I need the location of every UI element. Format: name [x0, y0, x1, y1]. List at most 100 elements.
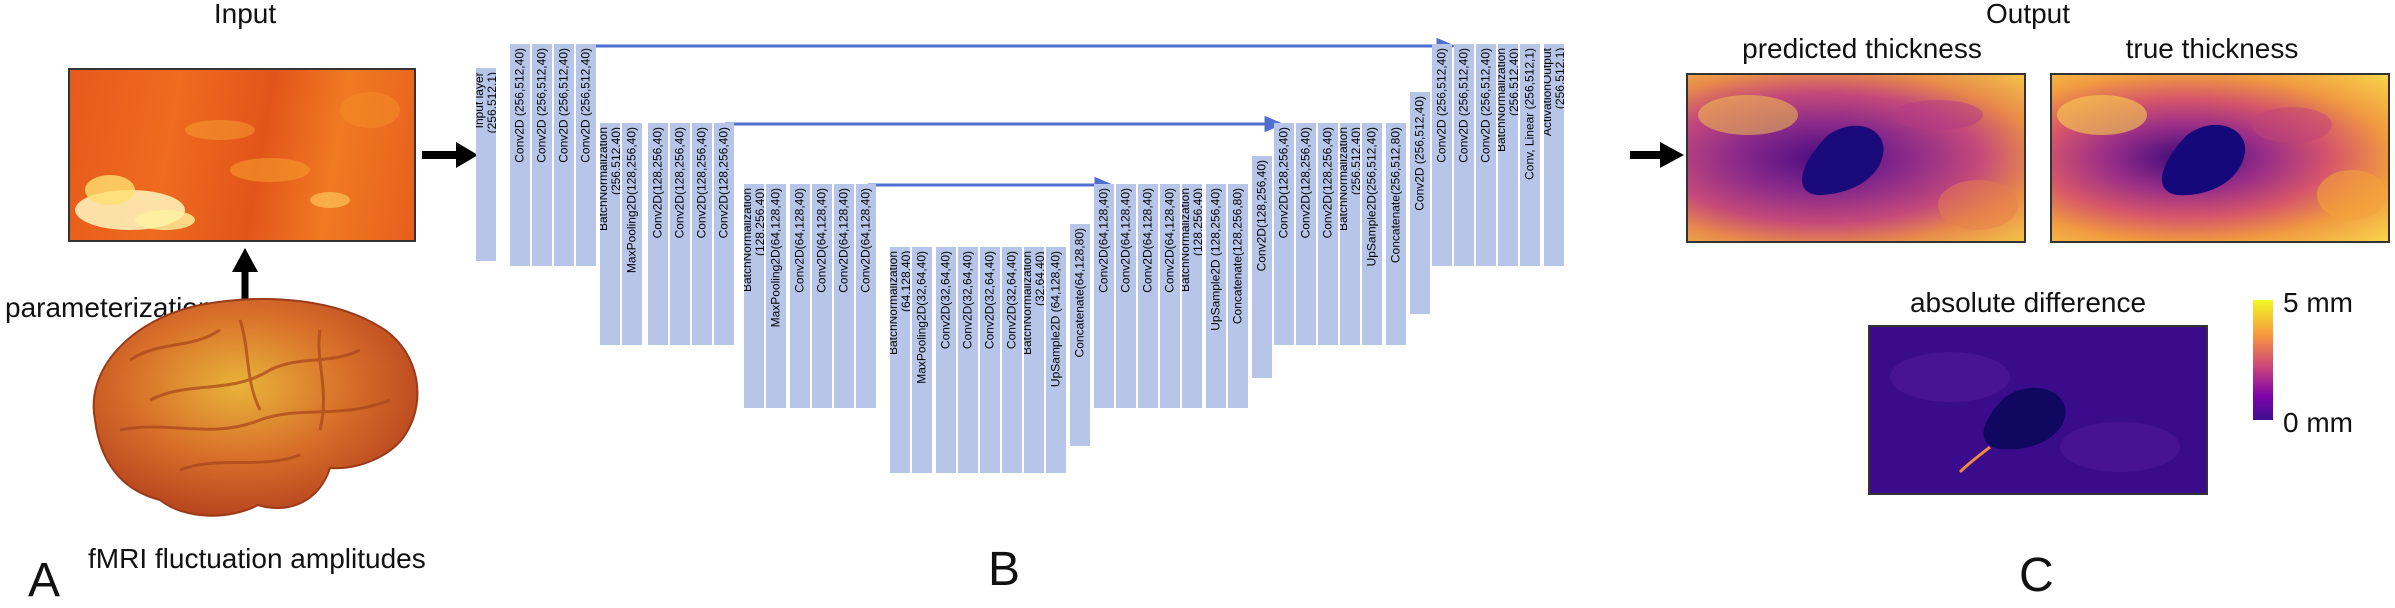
- layer-label: Conv2D(128,256,40): [1276, 127, 1291, 239]
- network-layer: Conv2D(64,128,40): [812, 184, 832, 408]
- layer-label: Conv2D(128,256,40): [650, 127, 665, 239]
- layer-label: MaxPooling2D(64,128,40): [768, 188, 783, 328]
- layer-label: BatchNormalization (256,512,40): [1340, 127, 1360, 232]
- input-caption: fMRI fluctuation amplitudes: [88, 543, 426, 574]
- network-layer: BatchNormalization (256,512,40): [1340, 123, 1360, 345]
- skip-connection-2-head: [1264, 115, 1284, 133]
- network-layer: Conv2D(32,64,40): [936, 247, 956, 473]
- true-map-overlay: [2057, 95, 2387, 220]
- network-layer: Conv2D(128,256,40): [1318, 123, 1338, 345]
- layer-label: Conv2D(64,128,40): [814, 188, 829, 293]
- network-layer: Concatenate(256,512,80): [1386, 123, 1406, 345]
- network-layer: Conv2D (256,512,40): [1476, 44, 1496, 266]
- layer-label: Conv2D (256,512,40): [1456, 48, 1471, 163]
- network-layer: Conv2D (256,512,40): [576, 44, 596, 266]
- layer-label: Conv2D(32,64,40): [1004, 251, 1019, 350]
- layer-label: Conv2D(64,128,40): [1096, 188, 1111, 293]
- layer-label: Conv2D (256,512,40): [534, 48, 549, 163]
- panel-letter-b: B: [988, 543, 1021, 596]
- layer-label: UpSample2D (128,256,40): [1208, 188, 1223, 331]
- layer-label: BatchNormalization (32,64,40): [1024, 251, 1044, 356]
- network-layer: Conv2D(32,64,40): [980, 247, 1000, 473]
- panel-letter-c: C: [2019, 549, 2054, 602]
- predicted-thickness-label: predicted thickness: [1742, 33, 1982, 64]
- input-map-texture: [75, 92, 400, 230]
- network-layer: Conv2D(64,128,40): [856, 184, 876, 408]
- network-layer: Conv2D(128,256,40): [692, 123, 712, 345]
- network-layer: Conv2D(128,256,40): [1252, 156, 1272, 378]
- panel-letter-a: A: [28, 554, 61, 607]
- network-layer: Concatenate(128,256,80): [1228, 184, 1248, 408]
- network-layer: Conv2D(128,256,40): [1274, 123, 1294, 345]
- absolute-difference-map: [1868, 325, 2208, 495]
- network-layer: Conv2D (256,512,40): [1432, 44, 1452, 266]
- network-to-output-arrowhead: [1660, 142, 1684, 168]
- layer-label: Conv2D(64,128,40): [1118, 188, 1133, 293]
- network-layer: Conv2D(64,128,40): [1138, 184, 1158, 408]
- layer-label: Conv2D(64,128,40): [836, 188, 851, 293]
- colorbar: [2253, 300, 2273, 420]
- difference-map-overlay: [1890, 352, 2180, 474]
- network-layer: MaxPooling2D(128,256,40): [622, 123, 642, 345]
- layer-label: Conv2D(32,64,40): [938, 251, 953, 350]
- network-layer: Conv2D (256,512,40): [1454, 44, 1474, 266]
- network-layer: Conv2D(128,256,40): [1296, 123, 1316, 345]
- layer-label: Concatenate(256,512,80): [1388, 127, 1403, 264]
- network-layer: Conv2D(32,64,40): [958, 247, 978, 473]
- layer-label: Concatenate(128,256,80): [1230, 188, 1245, 325]
- layer-label: BatchNormalization (256,512,40): [1498, 48, 1518, 153]
- network-layer: Conv2D(64,128,40): [1094, 184, 1114, 408]
- layer-label: Conv2D(64,128,40): [1162, 188, 1177, 293]
- network-layer: Concatenate(64,128,80): [1070, 224, 1090, 446]
- input-heading: Input: [213, 0, 277, 29]
- brain-shape: [92, 298, 419, 517]
- network-layer: ActivationOutput (256,512,1): [1544, 44, 1564, 266]
- layer-label: Conv, Linear (256,512,1): [1522, 48, 1537, 180]
- colorbar-min-label: 0 mm: [2283, 407, 2353, 438]
- network-layer: Conv2D(32,64,40): [1002, 247, 1022, 473]
- layer-label: MaxPooling2D(32,64,40): [914, 251, 929, 384]
- layer-label: Conv2D(128,256,40): [1320, 127, 1335, 239]
- layer-label: Conv2D(128,256,40): [672, 127, 687, 239]
- network-layer: Conv2D(64,128,40): [1160, 184, 1180, 408]
- network-layer: MaxPooling2D(64,128,40): [766, 184, 786, 408]
- layer-label: Conv2D(32,64,40): [960, 251, 975, 350]
- layer-label: UpSample2D (64,128,40): [1048, 251, 1063, 388]
- network-layer: BatchNormalization (128,256,40): [744, 184, 764, 408]
- network-layer: Conv2D(64,128,40): [790, 184, 810, 408]
- layer-label: Conv2D(64,128,40): [858, 188, 873, 293]
- network-layer: Conv2D (256,512,40): [510, 44, 530, 266]
- layer-label: Conv2D(128,256,40): [694, 127, 709, 239]
- input-fmri-map: [68, 68, 416, 242]
- layer-label: Conv2D(128,256,40): [1298, 127, 1313, 239]
- layer-label: Conv2D (256,512,40): [578, 48, 593, 163]
- network-layer: Conv2D(64,128,40): [1116, 184, 1136, 408]
- layer-label: Conv2D (256,512,40): [1434, 48, 1449, 163]
- layer-label: Conv2D(64,128,40): [1140, 188, 1155, 293]
- network-layer: BatchNormalization (32,64,40): [1024, 247, 1044, 473]
- layer-label: BatchNormalization (128,256,40): [1182, 188, 1202, 293]
- predicted-map-overlay: [1698, 95, 2018, 230]
- layer-label: Conv2D(32,64,40): [982, 251, 997, 350]
- network-layer: MaxPooling2D(32,64,40): [912, 247, 932, 473]
- layer-label: Input layer (256,512,1): [476, 72, 496, 134]
- network-layer: Conv2D (256,512,40): [554, 44, 574, 266]
- network-layer: UpSample2D (64,128,40): [1046, 247, 1066, 473]
- network-layer: Conv2D (256,512,40): [532, 44, 552, 266]
- parameterization-arrowhead: [232, 248, 258, 272]
- colorbar-max-label: 5 mm: [2283, 287, 2353, 318]
- layer-label: ActivationOutput (256,512,1): [1544, 48, 1564, 137]
- network-layer: BatchNormalization (256,512,40): [600, 123, 620, 345]
- layer-label: Conv2D(128,256,40): [716, 127, 731, 239]
- layer-label: Conv2D (256,512,40): [1478, 48, 1493, 163]
- output-heading: Output: [1985, 0, 2071, 29]
- layer-label: BatchNormalization (128,256,40): [744, 188, 764, 293]
- true-thickness-label: true thickness: [2125, 33, 2299, 64]
- network-layer: UpSample2D (128,256,40): [1206, 184, 1226, 408]
- network-layer: BatchNormalization (256,512,40): [1498, 44, 1518, 266]
- predicted-thickness-map: [1686, 73, 2026, 243]
- network-layer: UpSample2D(256,512,40): [1362, 123, 1382, 345]
- network-layer: Conv2D(128,256,40): [714, 123, 734, 345]
- layer-label: Conv2D (256,512,40): [512, 48, 527, 163]
